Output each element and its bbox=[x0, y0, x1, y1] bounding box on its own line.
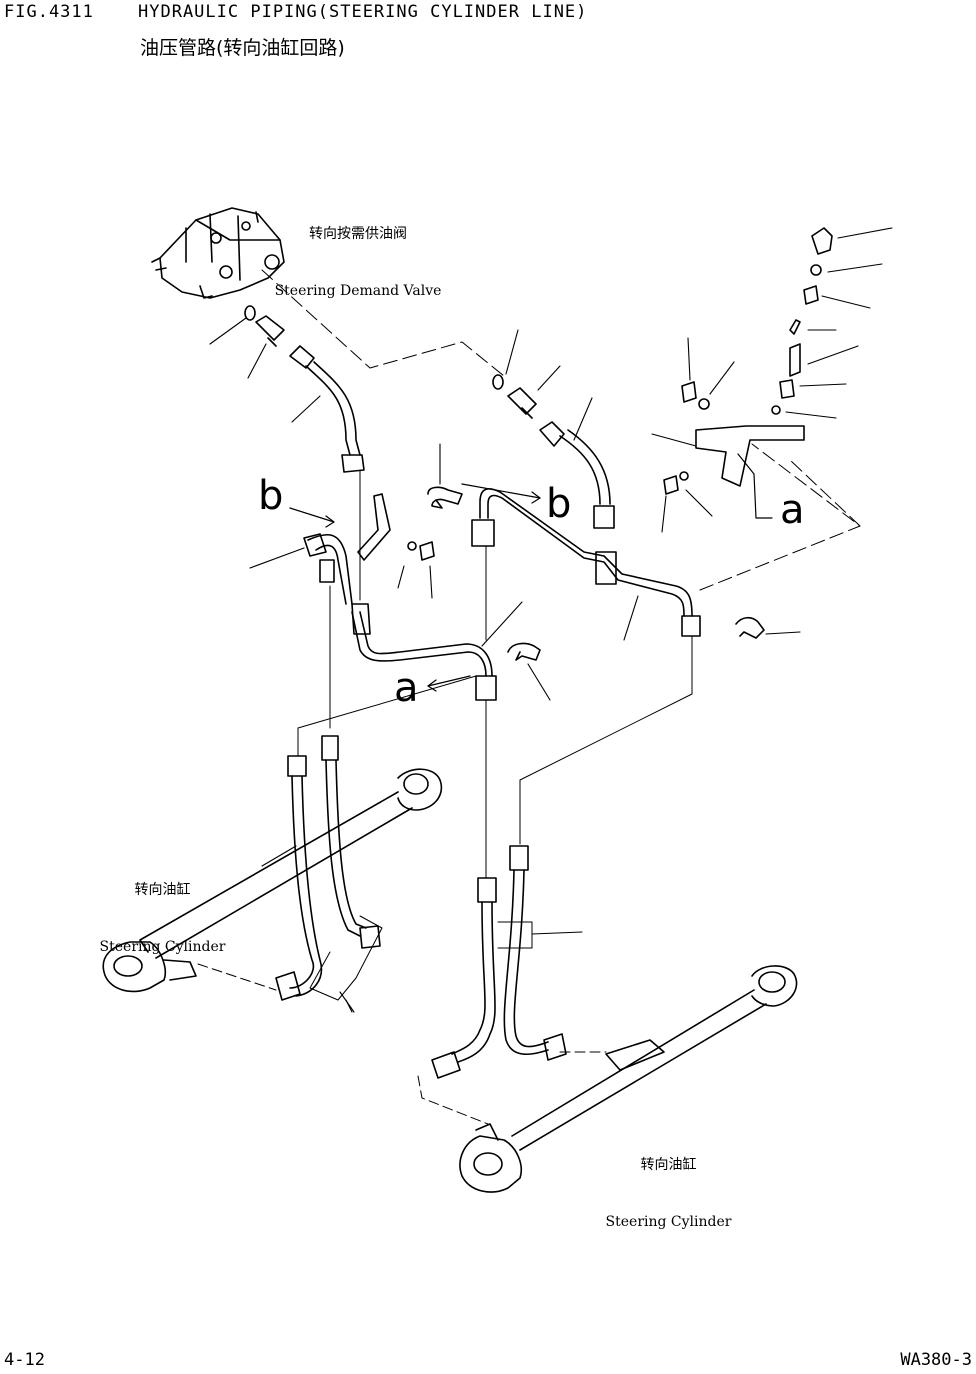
figure-title-cn: 油压管路(转向油缸回路) bbox=[140, 37, 345, 59]
clamp-b bbox=[427, 486, 463, 509]
cylinder-left-label-cn: 转向油缸 bbox=[134, 882, 191, 898]
page-number: 4-12 bbox=[4, 1350, 45, 1370]
ref-letter-b-right: b bbox=[546, 481, 572, 527]
hose-left-cyl-a bbox=[289, 775, 315, 989]
valve-label: 转向按需供油阀 Steering Demand Valve bbox=[268, 187, 448, 320]
hose-nut bbox=[289, 345, 315, 369]
ref-letter-b-left: b bbox=[258, 473, 284, 519]
pipe-a bbox=[351, 611, 487, 677]
ref-letter-a-center: a bbox=[394, 665, 419, 711]
valve-label-cn: 转向按需供油阀 bbox=[309, 226, 407, 242]
pipe-b bbox=[479, 488, 693, 617]
steering-demand-valve bbox=[151, 207, 285, 299]
figure-title-en: HYDRAULIC PIPING(STEERING CYLINDER LINE) bbox=[138, 2, 588, 22]
hose-right-cyl-a bbox=[451, 901, 486, 1055]
figure-number: FIG.4311 bbox=[4, 2, 94, 22]
ref-letter-a-right: a bbox=[780, 487, 805, 533]
steering-cylinder-left bbox=[102, 768, 443, 993]
steering-cylinder-right bbox=[459, 965, 798, 1193]
hose-fitting bbox=[341, 454, 365, 473]
bracket-right bbox=[695, 425, 805, 487]
hose-left-valve bbox=[305, 365, 351, 456]
valve-label-en: Steering Demand Valve bbox=[274, 283, 442, 299]
cylinder-left-label: 转向油缸 Steering Cylinder bbox=[90, 843, 235, 976]
bolt bbox=[811, 227, 833, 255]
cylinder-left-label-en: Steering Cylinder bbox=[99, 939, 226, 955]
cylinder-right-label-cn: 转向油缸 bbox=[640, 1157, 697, 1173]
model-code: WA380-3 bbox=[900, 1350, 972, 1370]
cylinder-right-label-en: Steering Cylinder bbox=[605, 1214, 732, 1230]
cylinder-right-label: 转向油缸 Steering Cylinder bbox=[596, 1118, 741, 1251]
bracket-left bbox=[357, 493, 391, 561]
o-ring bbox=[244, 305, 256, 321]
elbow-fitting bbox=[255, 315, 285, 347]
